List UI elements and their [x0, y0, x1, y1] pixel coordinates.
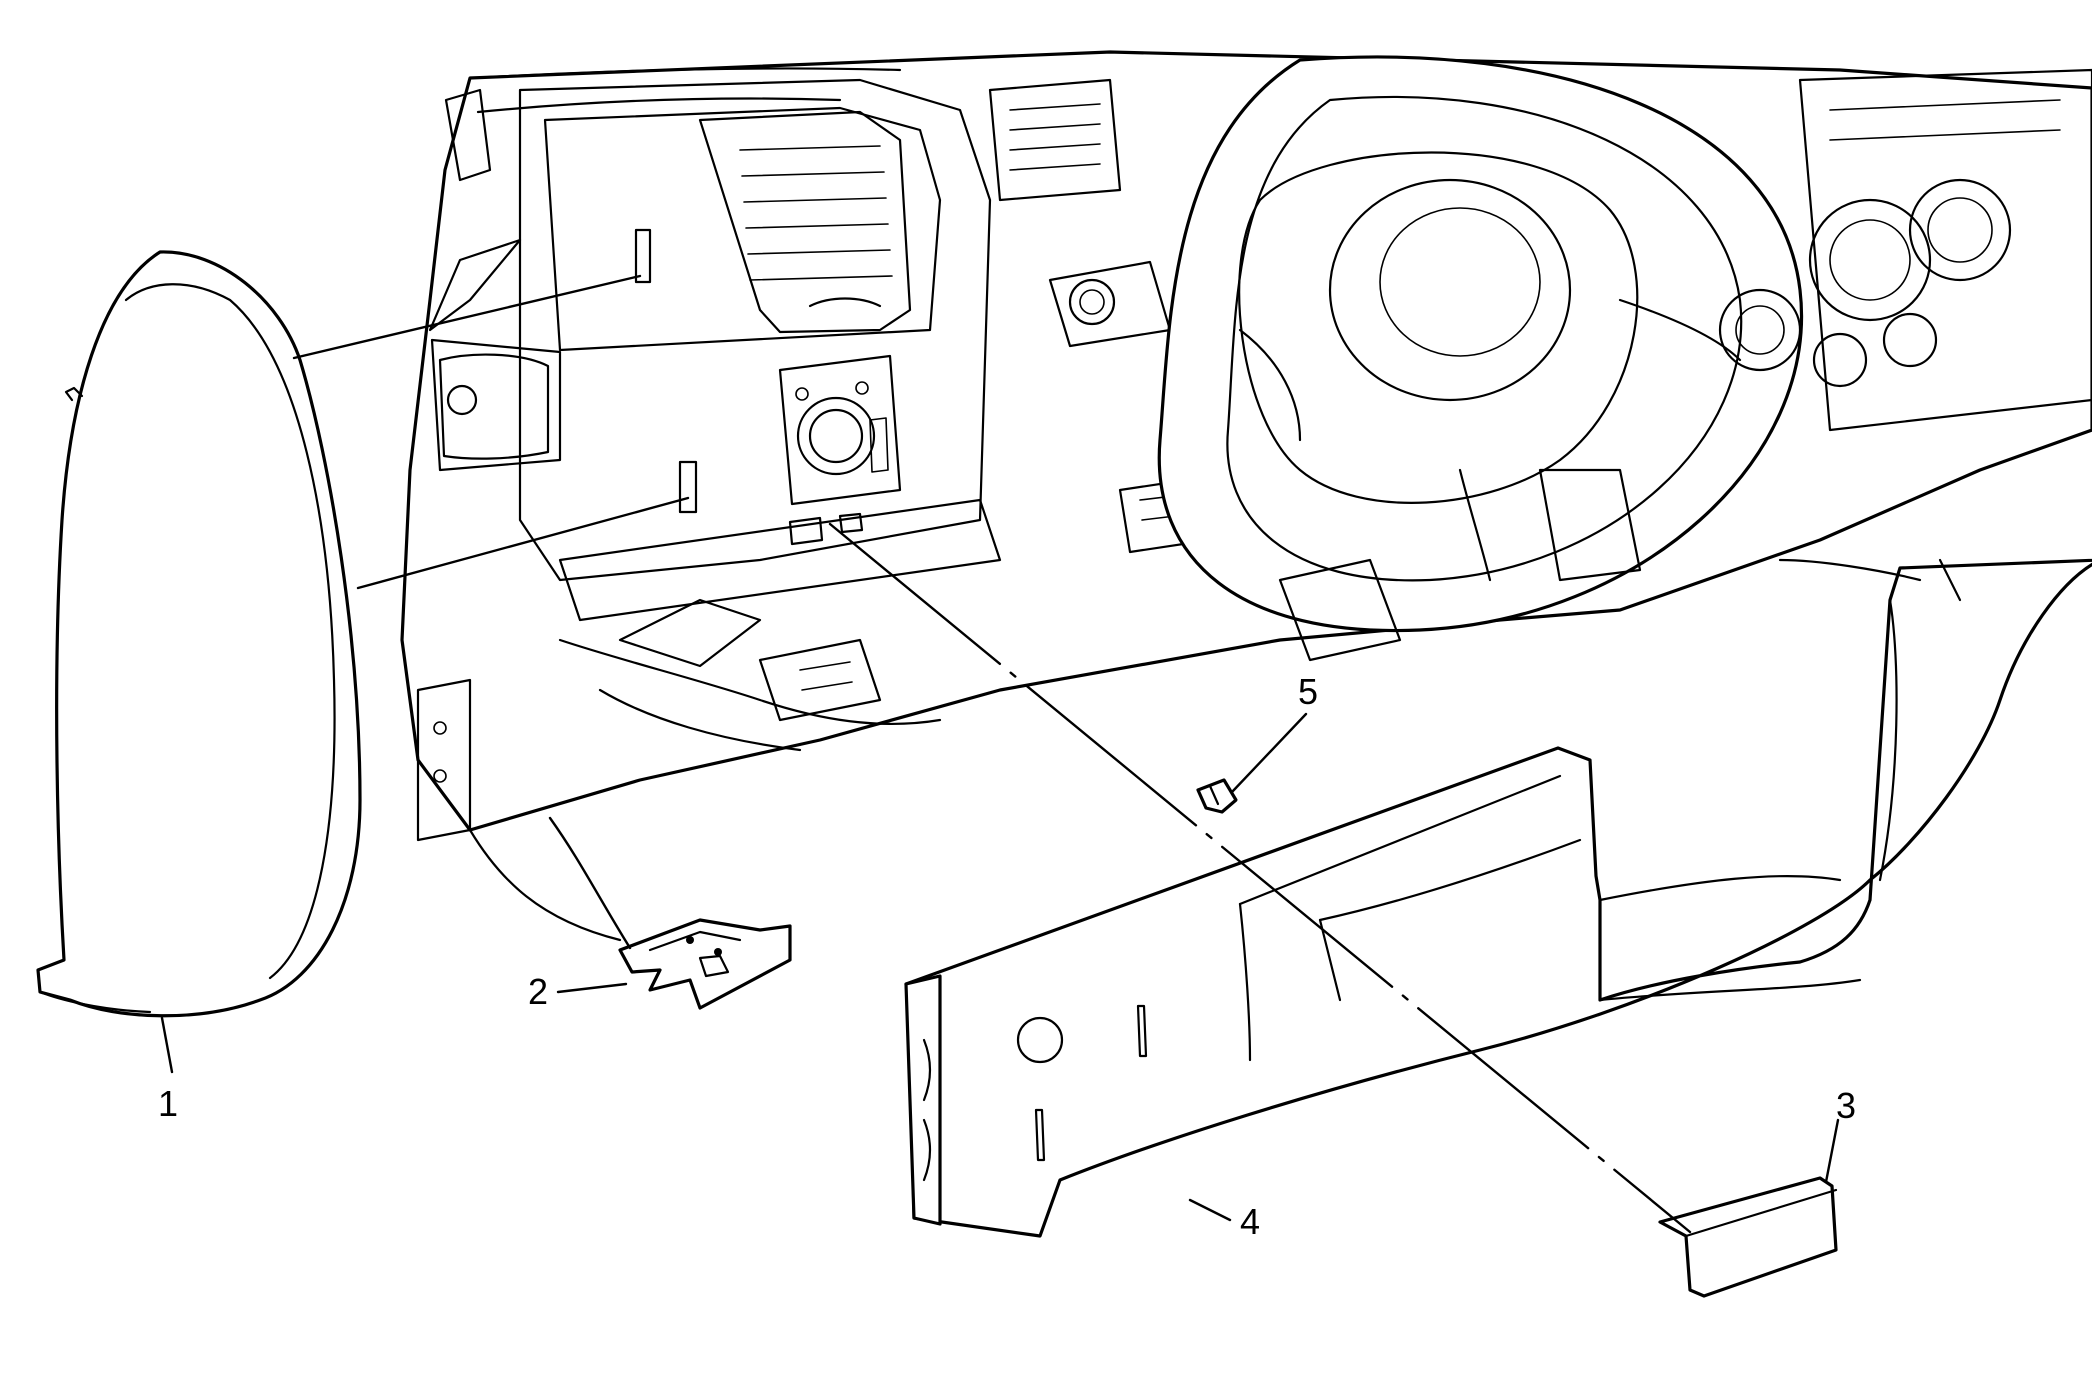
- alignment-line-cover-3: [828, 522, 1692, 1234]
- callout-5: 5: [1298, 671, 1318, 712]
- part-4-knee-bolster: [904, 558, 2092, 1238]
- callout-leaders: [160, 712, 1840, 1222]
- part-5-clip: [1196, 778, 1238, 814]
- callout-1: 1: [158, 1083, 178, 1124]
- assembly-lines: [292, 274, 1692, 1234]
- leader-1: [160, 1016, 174, 1074]
- leader-3: [1824, 1118, 1840, 1184]
- callout-labels: 1 2 3 4 5: [158, 671, 1856, 1242]
- leader-2: [556, 982, 628, 994]
- leader-5: [1230, 712, 1308, 794]
- part-2-clip: [618, 918, 792, 1010]
- callout-4: 4: [1240, 1201, 1260, 1242]
- part-3-cover: [1658, 1176, 1838, 1298]
- callout-3: 3: [1836, 1085, 1856, 1126]
- part-1-end-cap: [36, 250, 362, 1018]
- alignment-line-clip-2: [548, 816, 632, 950]
- callout-2: 2: [528, 971, 548, 1012]
- steering-wheel: [1157, 55, 1804, 662]
- leader-4: [1188, 1198, 1232, 1222]
- alignment-line-end-cap-upper: [292, 274, 642, 360]
- alignment-line-end-cap-lower: [356, 496, 690, 590]
- instrument-cluster: [1718, 68, 2092, 432]
